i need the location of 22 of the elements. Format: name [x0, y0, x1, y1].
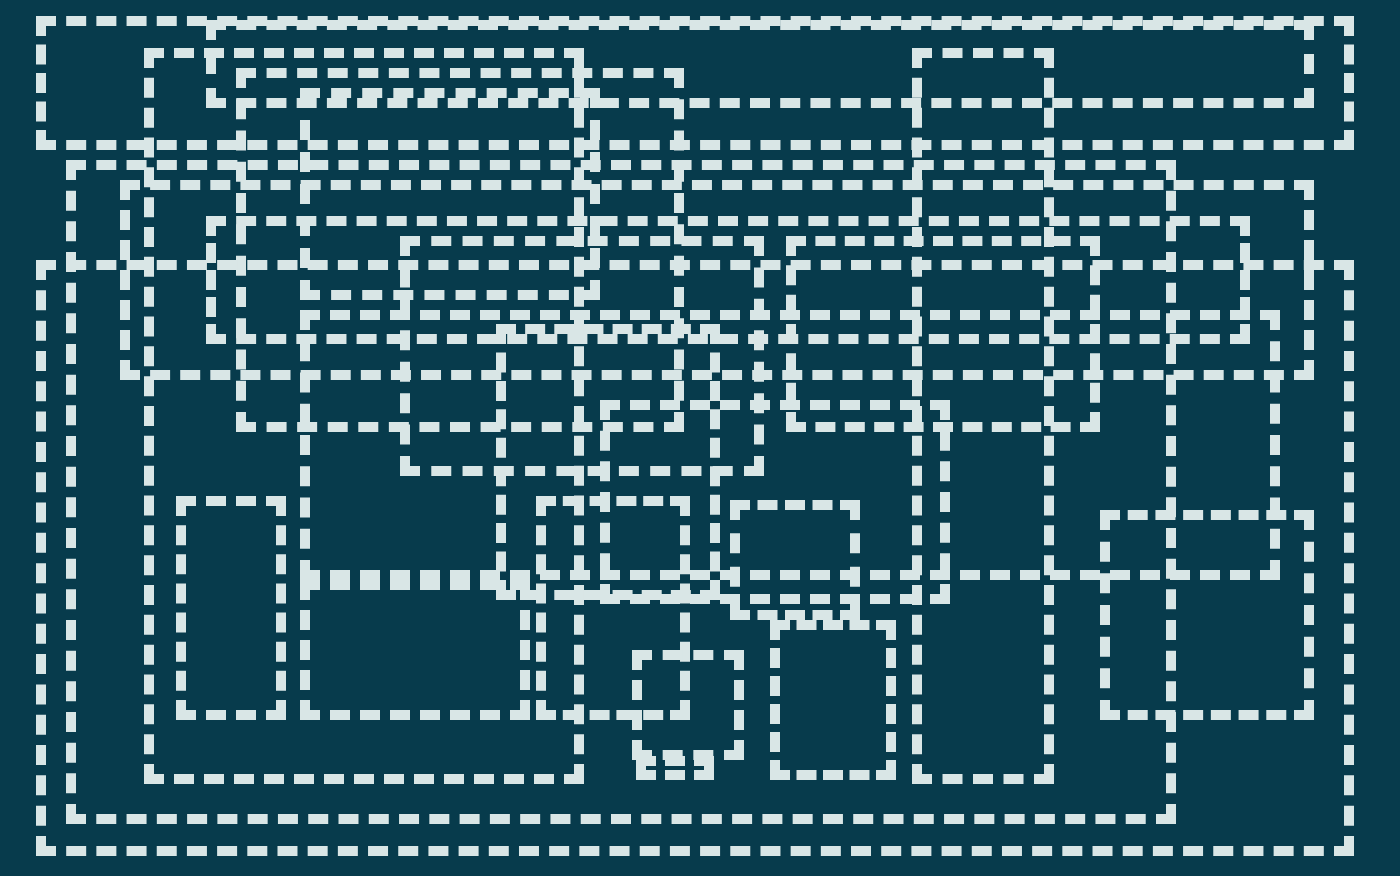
outline-box [536, 496, 690, 720]
outline-box [730, 500, 860, 620]
outline-box [600, 400, 950, 604]
outline-box [176, 496, 286, 720]
outline-box [496, 324, 720, 600]
outline-box [632, 650, 744, 760]
outline-box [66, 160, 1176, 824]
outline-box [300, 88, 600, 300]
outline-box [144, 48, 584, 784]
outline-box [300, 310, 1280, 580]
outline-box [786, 236, 1100, 432]
outline-box [206, 216, 1250, 344]
outline-box [120, 180, 1314, 380]
outline-box [1100, 510, 1314, 720]
outline-box [206, 20, 1314, 108]
outline-box [36, 260, 1354, 856]
outline-box [400, 236, 764, 476]
outline-box [770, 620, 896, 780]
outline-box [300, 580, 530, 720]
outline-box [636, 756, 714, 780]
outline-box [36, 16, 1354, 150]
outline-box [912, 48, 1054, 784]
